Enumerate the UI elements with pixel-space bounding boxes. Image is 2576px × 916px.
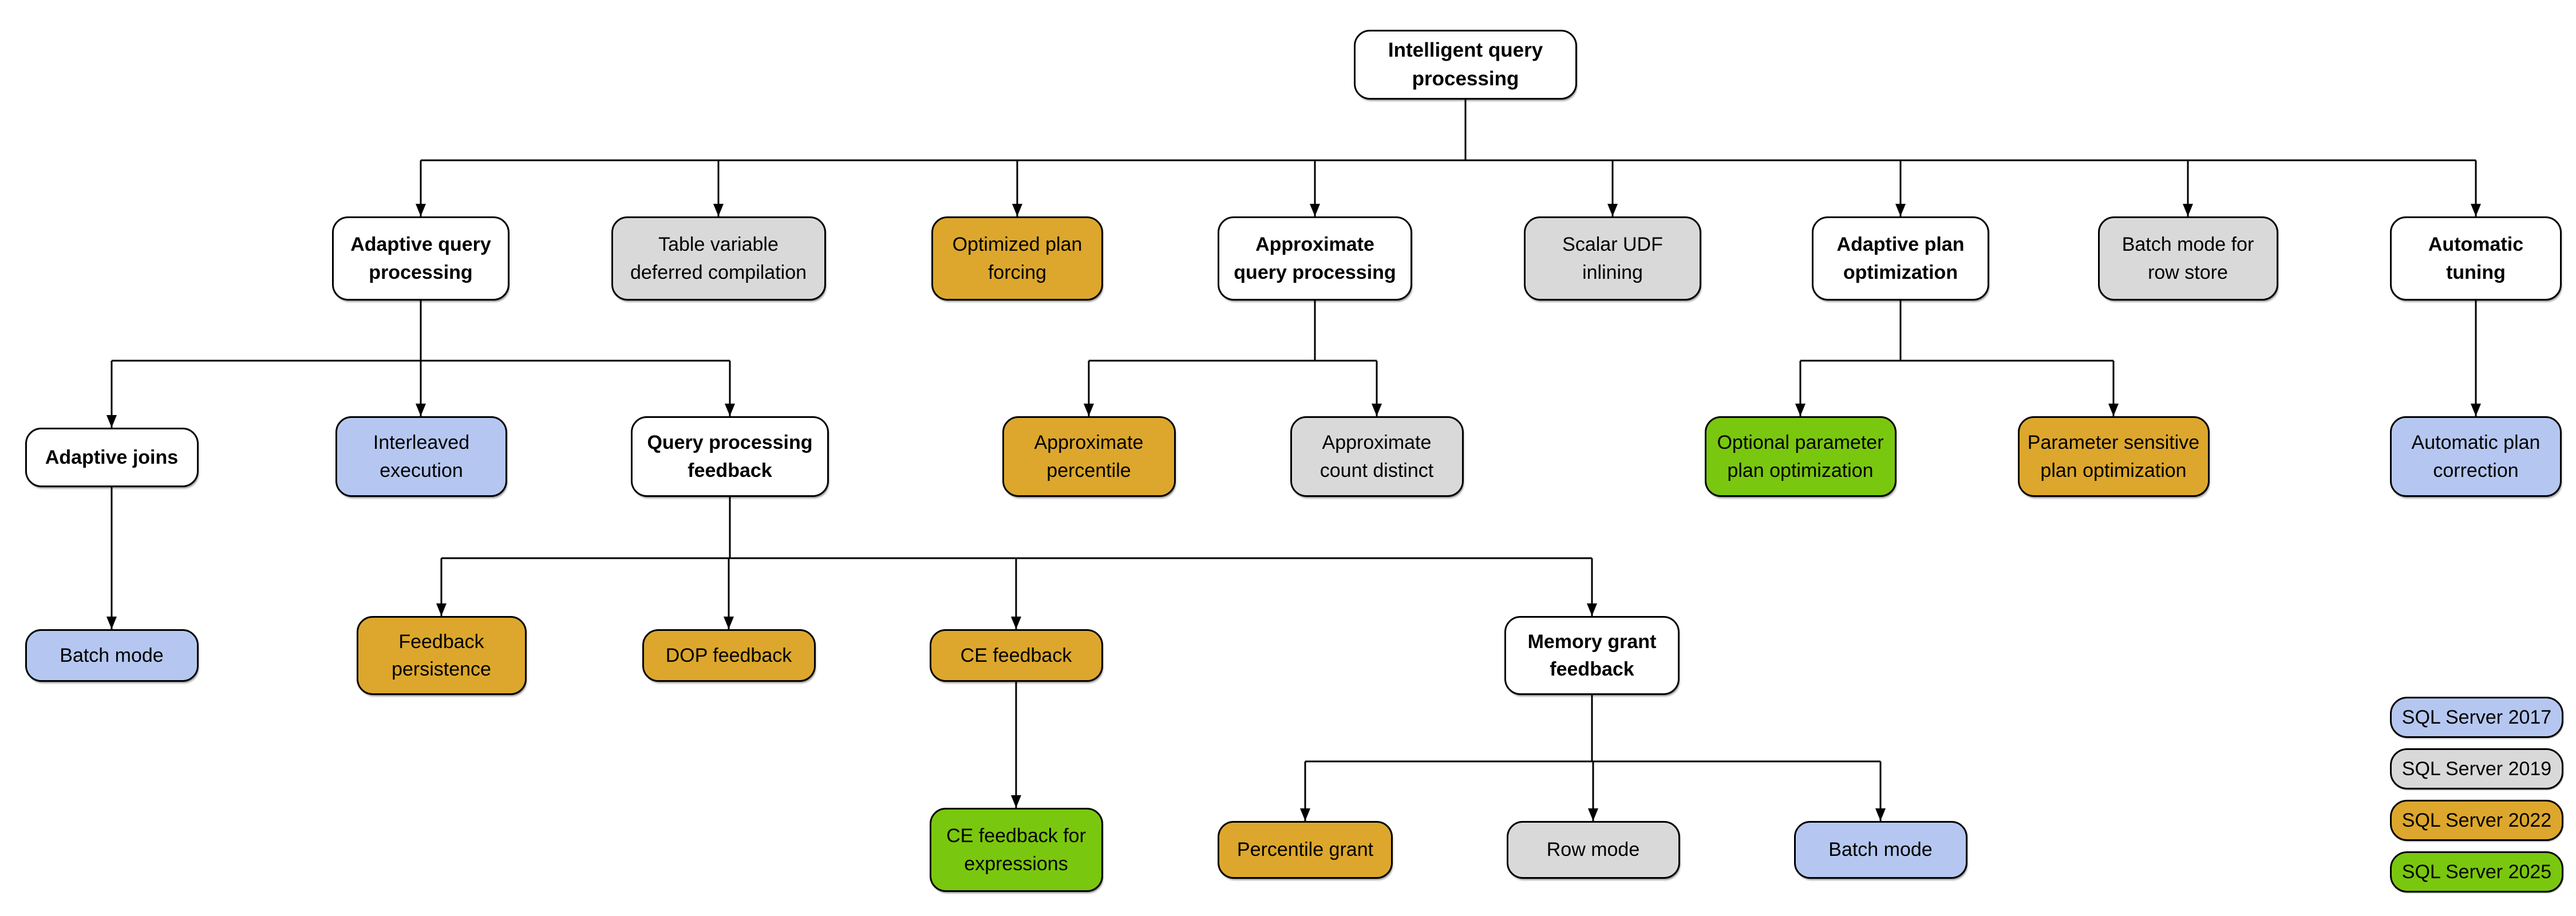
table-variable-deferred-compilation-node: Table variable deferred compilation: [611, 216, 826, 301]
memory-grant-feedback-node: Memory grant feedback: [1504, 616, 1680, 695]
optional-parameter-plan-optimization-node: Optional parameter plan optimization: [1704, 416, 1897, 497]
row-mode-node: Row mode: [1506, 821, 1680, 879]
adaptive-joins-node: Adaptive joins: [25, 428, 199, 487]
optimized-plan-forcing-node: Optimized plan forcing: [931, 216, 1103, 301]
feedback-persistence-node: Feedback persistence: [356, 616, 527, 695]
legend-sql-server-2025: SQL Server 2025: [2390, 851, 2563, 893]
batch-mode-adaptive-joins-node: Batch mode: [25, 629, 199, 682]
batch-mode-for-row-store-node: Batch mode for row store: [2097, 216, 2278, 301]
legend-sql-server-2019: SQL Server 2019: [2390, 748, 2563, 789]
ce-feedback-node: CE feedback: [929, 629, 1103, 682]
automatic-plan-correction-node: Automatic plan correction: [2390, 416, 2562, 497]
percentile-grant-node: Percentile grant: [1218, 821, 1393, 879]
parameter-sensitive-plan-optimization-node: Parameter sensitive plan optimization: [2017, 416, 2210, 497]
batch-mode-memory-grant-node: Batch mode: [1793, 821, 1967, 879]
approximate-query-processing-node: Approximate query processing: [1218, 216, 1412, 301]
dop-feedback-node: DOP feedback: [642, 629, 816, 682]
legend-sql-server-2017: SQL Server 2017: [2390, 697, 2563, 738]
automatic-tuning-node: Automatic tuning: [2390, 216, 2562, 301]
query-processing-feedback-node: Query processing feedback: [631, 416, 829, 497]
intelligent-query-processing-node: Intelligent query processing: [1354, 30, 1577, 100]
legend-sql-server-2022: SQL Server 2022: [2390, 800, 2563, 841]
approximate-count-distinct-node: Approximate count distinct: [1290, 416, 1464, 497]
ce-feedback-for-expressions-node: CE feedback for expressions: [929, 808, 1103, 892]
scalar-udf-inlining-node: Scalar UDF inlining: [1524, 216, 1701, 301]
adaptive-plan-optimization-node: Adaptive plan optimization: [1812, 216, 1989, 301]
adaptive-query-processing-node: Adaptive query processing: [332, 216, 509, 301]
approximate-percentile-node: Approximate percentile: [1002, 416, 1176, 497]
interleaved-execution-node: Interleaved execution: [335, 416, 507, 497]
